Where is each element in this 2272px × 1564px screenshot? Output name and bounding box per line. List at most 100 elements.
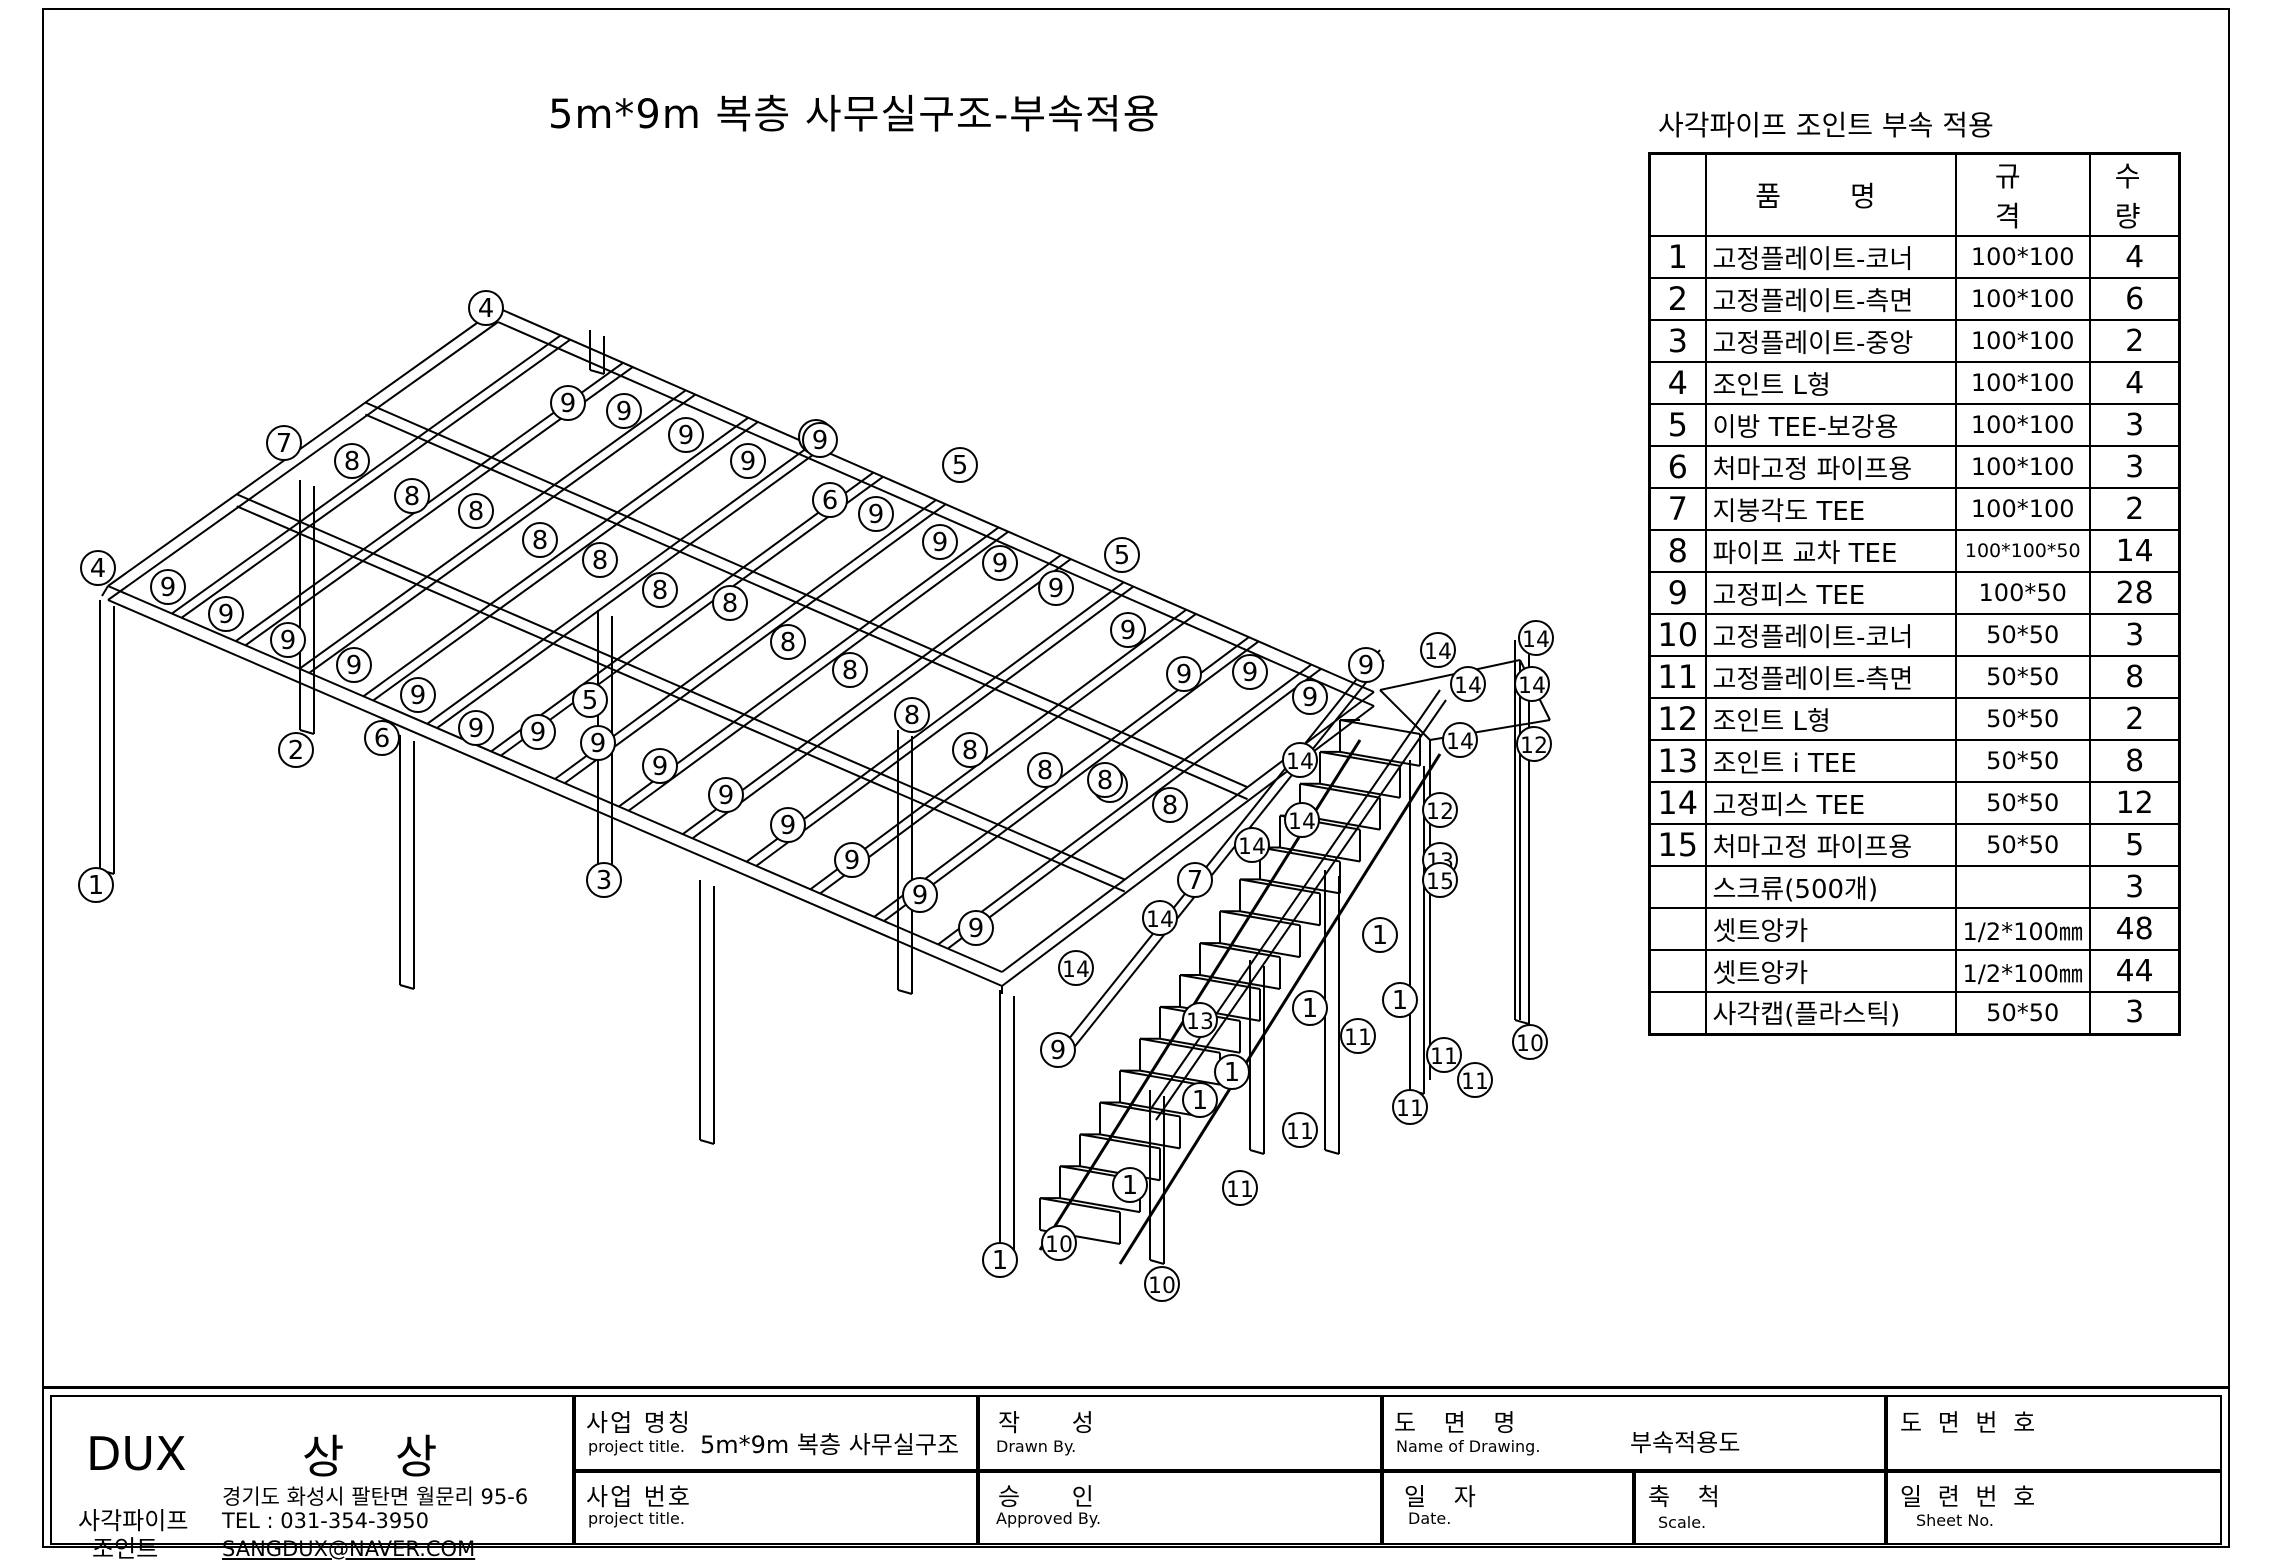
bom-cell-spec: 100*100	[1954, 235, 2091, 279]
bom-cell-no: 13	[1648, 739, 1707, 783]
bom-cell-no: 1	[1648, 235, 1707, 279]
bom-cell-no: 3	[1648, 319, 1707, 363]
bom-cell-qty: 3	[2088, 613, 2181, 657]
bom-cell-qty: 48	[2088, 907, 2181, 951]
bom-cell-qty: 12	[2088, 781, 2181, 825]
drawing-no-cell: 도 면 번 호	[1886, 1395, 2222, 1471]
project-name-value: 5m*9m 복층 사무실구조	[700, 1431, 960, 1459]
drawing-name-label: 도 면 명	[1394, 1409, 1526, 1437]
approved-by-cell: 승 인 Approved By.	[978, 1471, 1382, 1545]
brand-logo-text: DUX	[86, 1427, 187, 1481]
bom-cell-name: 파이프 교차 TEE	[1704, 529, 1957, 573]
bom-row: 스크류(500개) 3	[1648, 865, 2181, 909]
bom-cell-name: 고정플레이트-코너	[1704, 613, 1957, 657]
bom-cell-name: 처마고정 파이프용	[1704, 823, 1957, 867]
bom-cell-spec: 50*50	[1954, 781, 2091, 825]
scale-sub: Scale.	[1658, 1513, 1707, 1532]
bom-cell-qty: 4	[2088, 235, 2181, 279]
bom-title: 사각파이프 조인트 부속 적용	[1658, 109, 1994, 142]
bom-cell-spec	[1954, 865, 2091, 909]
bom-cell-no: 15	[1648, 823, 1707, 867]
bom-cell-name: 조인트 L형	[1704, 697, 1957, 741]
project-name-label: 사업 명칭	[586, 1409, 692, 1437]
project-no-sub: project title.	[588, 1509, 685, 1528]
bom-cell-spec: 50*50	[1954, 613, 2091, 657]
bom-cell-qty: 14	[2088, 529, 2181, 573]
bom-cell-spec: 50*50	[1954, 697, 2091, 741]
bom-cell-no: 11	[1648, 655, 1707, 699]
bom-cell-name: 고정피스 TEE	[1704, 571, 1957, 615]
bom-cell-qty: 3	[2088, 991, 2181, 1035]
company-address: 경기도 화성시 팔탄면 월문리 95-6	[222, 1485, 529, 1509]
bom-cell-spec: 1/2*100㎜	[1954, 907, 2091, 951]
bom-cell-name: 고정플레이트-측면	[1704, 277, 1957, 321]
drawn-by-sub: Drawn By.	[996, 1437, 1077, 1456]
drawing-frame	[42, 8, 2230, 1548]
bom-header-row: 품 명 규 격 수 량	[1648, 152, 2181, 237]
bom-cell-qty: 2	[2088, 487, 2181, 531]
bom-cell-no	[1648, 949, 1707, 993]
bom-cell-name: 사각캡(플라스틱)	[1704, 991, 1957, 1035]
bom-cell-name: 조인트 i TEE	[1704, 739, 1957, 783]
brand-name: 상 상	[302, 1430, 456, 1484]
bom-header-qty: 수 량	[2088, 152, 2181, 237]
bom-cell-no: 10	[1648, 613, 1707, 657]
sheet-no-label: 일 련 번 호	[1900, 1483, 2040, 1511]
bom-cell-no: 5	[1648, 403, 1707, 447]
drawing-title: 5m*9m 복층 사무실구조-부속적용	[548, 92, 1161, 138]
bom-cell-spec: 100*100	[1954, 487, 2091, 531]
bom-cell-name: 고정피스 TEE	[1704, 781, 1957, 825]
bom-cell-name: 셋트앙카	[1704, 949, 1957, 993]
bom-cell-no: 8	[1648, 529, 1707, 573]
sheet-no-sub: Sheet No.	[1916, 1511, 1994, 1530]
bom-cell-spec: 100*50	[1954, 571, 2091, 615]
bom-cell-qty: 44	[2088, 949, 2181, 993]
bom-cell-spec: 100*100	[1954, 319, 2091, 363]
drawing-name-sub: Name of Drawing.	[1396, 1437, 1541, 1456]
bom-cell-no: 2	[1648, 277, 1707, 321]
bom-cell-qty: 8	[2088, 739, 2181, 783]
bom-cell-no: 14	[1648, 781, 1707, 825]
bom-cell-name: 이방 TEE-보강용	[1704, 403, 1957, 447]
bom-cell-spec: 100*100	[1954, 403, 2091, 447]
bom-cell-name: 지붕각도 TEE	[1704, 487, 1957, 531]
bom-cell-name: 처마고정 파이프용	[1704, 445, 1957, 489]
drawn-by-label: 작 성	[998, 1409, 1116, 1437]
bom-cell-qty: 2	[2088, 697, 2181, 741]
bom-cell-spec: 50*50	[1954, 991, 2091, 1035]
date-cell: 일 자 Date.	[1382, 1471, 1634, 1545]
bom-cell-no: 6	[1648, 445, 1707, 489]
sheet-no-cell: 일 련 번 호 Sheet No.	[1886, 1471, 2222, 1545]
company-line-2: 조인트	[92, 1535, 159, 1563]
bom-cell-qty: 5	[2088, 823, 2181, 867]
drawing-name-cell: 도 면 명 Name of Drawing. 부속적용도	[1382, 1395, 1886, 1471]
bom-cell-qty: 3	[2088, 403, 2181, 447]
bom-cell-name: 고정플레이트-측면	[1704, 655, 1957, 699]
bom-cell-name: 스크류(500개)	[1704, 865, 1957, 909]
date-label: 일 자	[1404, 1483, 1486, 1511]
project-name-sub: project title.	[588, 1437, 685, 1456]
bom-cell-qty: 8	[2088, 655, 2181, 699]
bom-cell-no	[1648, 907, 1707, 951]
bom-cell-qty: 3	[2088, 865, 2181, 909]
bom-cell-no	[1648, 991, 1707, 1035]
bom-header-name: 품 명	[1704, 152, 1957, 237]
project-no-cell: 사업 번호 project title.	[574, 1471, 978, 1545]
date-sub: Date.	[1408, 1509, 1452, 1528]
company-tel: TEL : 031-354-3950	[222, 1509, 429, 1533]
bom-cell-name: 고정플레이트-코너	[1704, 235, 1957, 279]
bom-cell-no: 9	[1648, 571, 1707, 615]
